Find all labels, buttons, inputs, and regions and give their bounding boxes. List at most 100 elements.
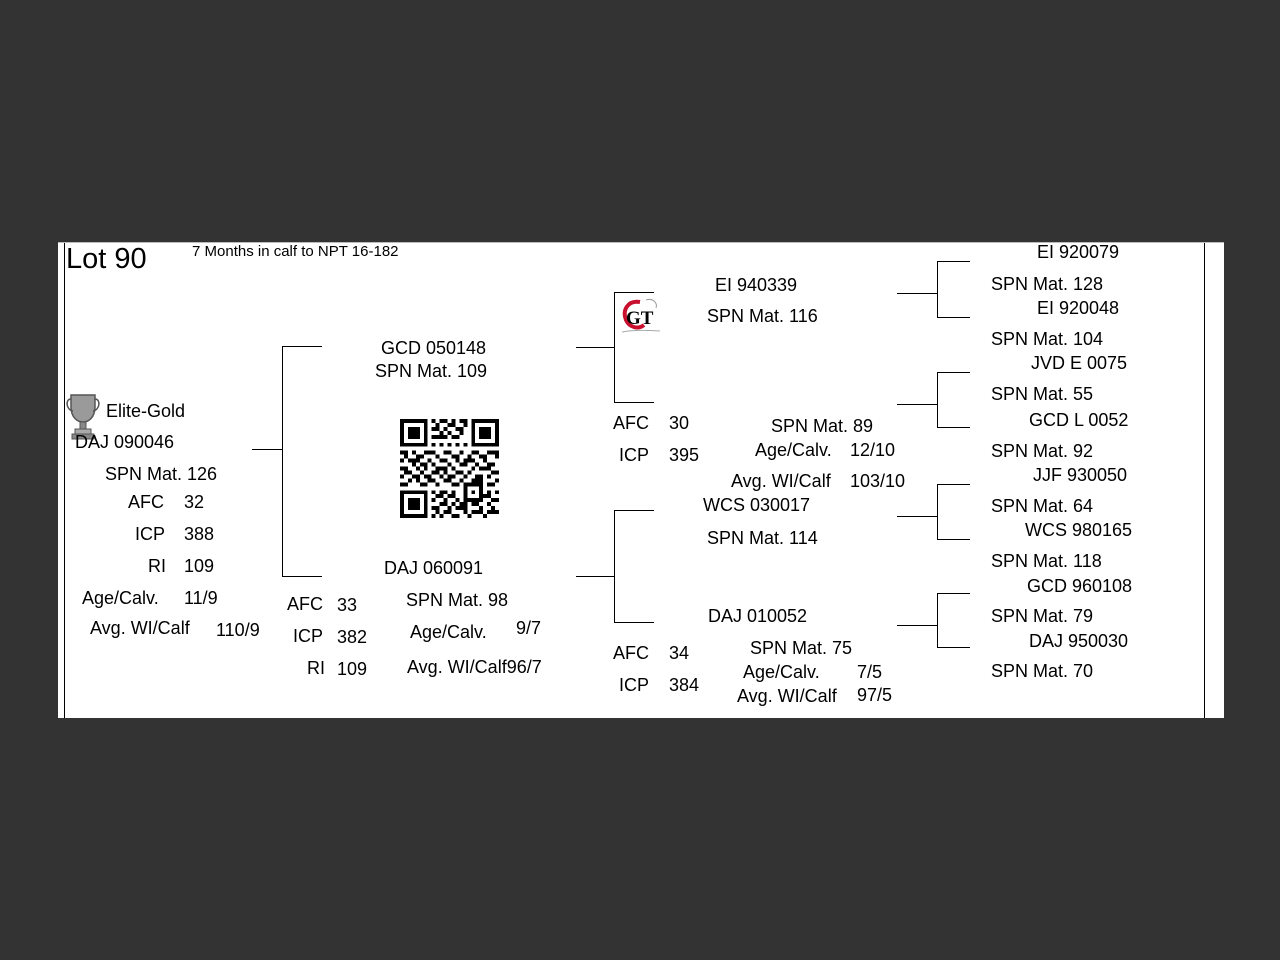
connector-line bbox=[576, 576, 615, 577]
connector-line bbox=[897, 516, 938, 517]
pedigree-card: Lot 90 7 Months in calf to NPT 16-182 El… bbox=[58, 242, 1224, 718]
connector-line bbox=[937, 647, 970, 648]
connector-line bbox=[937, 372, 970, 373]
connector-line bbox=[937, 484, 938, 540]
logo-letter-g: GT bbox=[626, 308, 654, 329]
dd-id: DAJ 010052 bbox=[708, 606, 808, 626]
qr-code-icon bbox=[400, 419, 499, 518]
gen3-spn: SPN Mat. 70 bbox=[991, 661, 1094, 681]
connector-line bbox=[282, 346, 283, 577]
sire-id: GCD 050148 bbox=[381, 338, 487, 358]
ds-spn: SPN Mat. 114 bbox=[707, 528, 818, 548]
dd-icp-value: 384 bbox=[669, 675, 700, 695]
sd-spn: SPN Mat. 89 bbox=[771, 416, 874, 436]
sd-icp-label: ICP bbox=[619, 445, 650, 465]
connector-line bbox=[937, 261, 970, 262]
connector-line bbox=[937, 372, 938, 428]
animal-wi-value: 110/9 bbox=[216, 620, 260, 640]
animal-age-label: Age/Calv. bbox=[82, 588, 159, 608]
ss-id: EI 940339 bbox=[715, 275, 798, 295]
connector-line bbox=[937, 484, 970, 485]
connector-line bbox=[937, 261, 938, 318]
dd-wi-label: Avg. WI/Calf bbox=[737, 686, 837, 706]
dd-spn: SPN Mat. 75 bbox=[750, 638, 853, 658]
gen3-id: EI 920079 bbox=[1037, 242, 1120, 262]
dd-wi-value: 97/5 bbox=[857, 685, 893, 705]
gen3-id: GCD 960108 bbox=[1027, 576, 1133, 596]
dam-afc-value: 33 bbox=[337, 595, 358, 615]
sd-afc-value: 30 bbox=[669, 413, 690, 433]
top-border bbox=[58, 242, 1224, 243]
dam-wi: Avg. WI/Calf96/7 bbox=[407, 657, 542, 677]
animal-afc-value: 32 bbox=[184, 492, 205, 512]
gen3-id: WCS 980165 bbox=[1025, 520, 1133, 540]
connector-line bbox=[614, 622, 654, 623]
connector-line bbox=[897, 404, 938, 405]
connector-line bbox=[614, 510, 654, 511]
gen3-id: EI 920048 bbox=[1037, 298, 1120, 318]
connector-line bbox=[897, 625, 938, 626]
gen3-id: JVD E 0075 bbox=[1031, 353, 1128, 373]
animal-icp-label: ICP bbox=[135, 524, 166, 544]
animal-age-value: 11/9 bbox=[184, 588, 218, 608]
connector-line bbox=[614, 510, 615, 623]
sd-wi-value: 103/10 bbox=[850, 471, 906, 491]
connector-line bbox=[282, 346, 322, 347]
gen3-spn: SPN Mat. 55 bbox=[991, 384, 1094, 404]
lot-title: Lot 90 bbox=[66, 243, 147, 275]
gt-logo-icon: GT bbox=[621, 299, 661, 333]
animal-spn: SPN Mat. 126 bbox=[105, 464, 218, 484]
right-border bbox=[1204, 242, 1205, 718]
gen3-id: DAJ 950030 bbox=[1029, 631, 1129, 651]
sd-age-label: Age/Calv. bbox=[755, 440, 832, 460]
connector-line bbox=[937, 593, 970, 594]
animal-ri-value: 109 bbox=[184, 556, 215, 576]
dam-spn: SPN Mat. 98 bbox=[406, 590, 509, 610]
connector-line bbox=[252, 449, 283, 450]
gen3-id: GCD L 0052 bbox=[1029, 410, 1129, 430]
trophy-icon bbox=[66, 394, 100, 440]
dam-ri-value: 109 bbox=[337, 659, 368, 679]
gen3-spn: SPN Mat. 128 bbox=[991, 274, 1104, 294]
sd-afc-label: AFC bbox=[613, 413, 649, 433]
animal-ri-label: RI bbox=[148, 556, 166, 576]
connector-line bbox=[282, 576, 322, 577]
animal-id: DAJ 090046 bbox=[75, 432, 175, 452]
animal-afc-label: AFC bbox=[128, 492, 164, 512]
sd-age-value: 12/10 bbox=[850, 440, 896, 460]
gen3-spn: SPN Mat. 104 bbox=[991, 329, 1104, 349]
badge-label: Elite-Gold bbox=[106, 401, 186, 421]
sire-spn: SPN Mat. 109 bbox=[375, 361, 488, 381]
connector-line bbox=[614, 402, 654, 403]
gen3-spn: SPN Mat. 79 bbox=[991, 606, 1094, 626]
dd-afc-value: 34 bbox=[669, 643, 690, 663]
gen3-spn: SPN Mat. 64 bbox=[991, 496, 1094, 516]
animal-icp-value: 388 bbox=[184, 524, 215, 544]
gen3-id: JJF 930050 bbox=[1033, 465, 1128, 485]
connector-line bbox=[937, 593, 938, 648]
dam-icp-label: ICP bbox=[293, 626, 324, 646]
gen3-spn: SPN Mat. 118 bbox=[991, 551, 1102, 571]
dam-afc-label: AFC bbox=[287, 594, 323, 614]
connector-line bbox=[937, 427, 970, 428]
dam-icp-value: 382 bbox=[337, 627, 368, 647]
dam-age-label: Age/Calv. bbox=[410, 622, 487, 642]
dd-icp-label: ICP bbox=[619, 675, 650, 695]
sd-icp-value: 395 bbox=[669, 445, 700, 465]
connector-line bbox=[614, 292, 654, 293]
sd-wi-label: Avg. WI/Calf bbox=[731, 471, 831, 491]
animal-wi-label: Avg. WI/Calf bbox=[90, 618, 190, 638]
connector-line bbox=[937, 539, 970, 540]
dam-age-value: 9/7 bbox=[516, 618, 542, 638]
gen3-spn: SPN Mat. 92 bbox=[991, 441, 1094, 461]
dd-afc-label: AFC bbox=[613, 643, 649, 663]
connector-line bbox=[897, 293, 938, 294]
ds-id: WCS 030017 bbox=[703, 495, 811, 515]
connector-line bbox=[576, 347, 615, 348]
dam-id: DAJ 060091 bbox=[384, 558, 484, 578]
left-border bbox=[64, 242, 65, 718]
connector-line bbox=[614, 292, 615, 403]
dd-age-label: Age/Calv. bbox=[743, 662, 820, 682]
dam-ri-label: RI bbox=[307, 658, 325, 678]
ss-spn: SPN Mat. 116 bbox=[707, 306, 818, 326]
